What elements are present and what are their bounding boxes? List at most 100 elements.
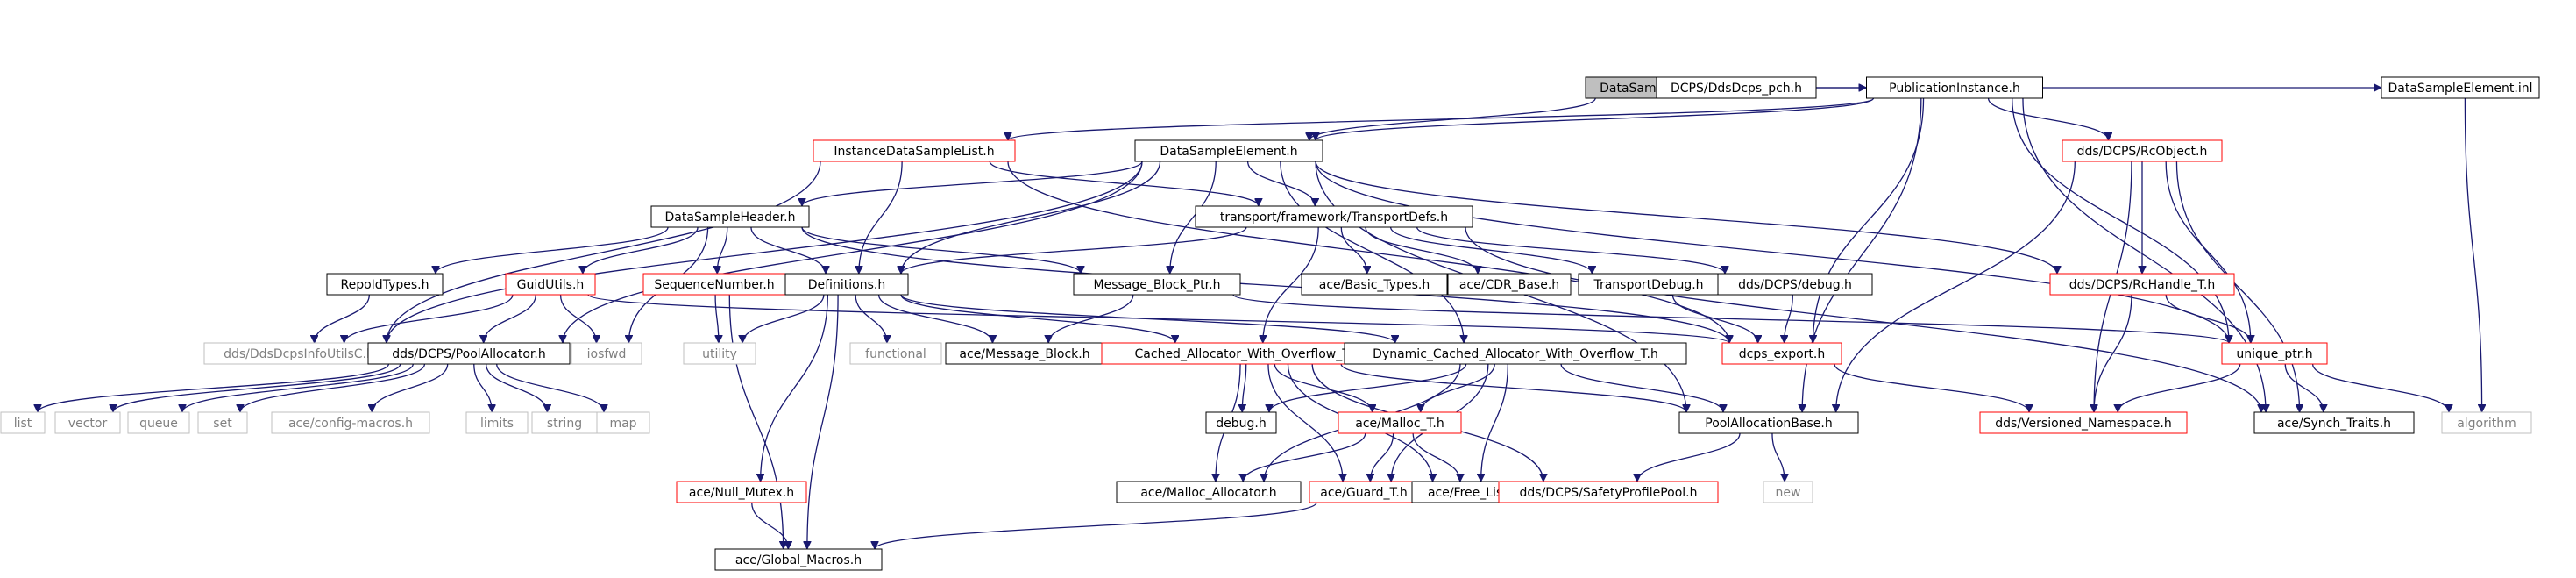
node-guidutils[interactable]: GuidUtils.h bbox=[505, 273, 596, 296]
node-dsh[interactable]: DataSampleHeader.h bbox=[650, 205, 810, 228]
include-arrow bbox=[240, 363, 426, 413]
include-arrow bbox=[344, 294, 514, 344]
node-dse_inl[interactable]: DataSampleElement.inl bbox=[2381, 76, 2540, 99]
node-label: DataSampleHeader.h bbox=[665, 211, 796, 225]
node-string: string bbox=[531, 411, 598, 434]
node-label: iosfwd bbox=[587, 347, 627, 361]
include-edge-dsh-to-mbp bbox=[801, 226, 1081, 275]
node-list: list bbox=[0, 411, 46, 434]
include-arrow bbox=[2118, 363, 2241, 413]
node-label: string bbox=[547, 417, 582, 431]
node-repoid[interactable]: RepoIdTypes.h bbox=[326, 273, 444, 296]
include-arrow bbox=[1671, 294, 1757, 344]
node-uptr[interactable]: unique_ptr.h bbox=[2221, 342, 2328, 365]
node-box bbox=[1073, 273, 1241, 296]
include-arrow bbox=[1246, 161, 1316, 207]
include-arrow bbox=[315, 294, 371, 344]
node-poolalloc[interactable]: dds/DCPS/PoolAllocator.h bbox=[367, 342, 571, 365]
include-edge-cawo-to-poolbase bbox=[1340, 363, 1686, 413]
node-idsl[interactable]: InstanceDataSampleList.h bbox=[813, 139, 1016, 162]
node-rcobj[interactable]: dds/DCPS/RcObject.h bbox=[2062, 139, 2223, 162]
node-queue: queue bbox=[127, 411, 190, 434]
node-globalmacros[interactable]: ace/Global_Macros.h bbox=[714, 548, 883, 571]
node-nullmutex[interactable]: ace/Null_Mutex.h bbox=[676, 481, 807, 503]
include-edge-dse_h-to-tdefs bbox=[1246, 161, 1316, 207]
node-safetypool[interactable]: dds/DCPS/SafetyProfilePool.h bbox=[1498, 481, 1719, 503]
include-edge-seqnum-to-globalmacros bbox=[728, 294, 783, 549]
node-label: RepoIdTypes.h bbox=[341, 278, 429, 292]
node-guardt[interactable]: ace/Guard_T.h bbox=[1309, 481, 1419, 503]
node-tdefs[interactable]: transport/framework/TransportDefs.h bbox=[1195, 205, 1473, 228]
include-edge-mbp-to-uptr bbox=[1232, 294, 2229, 344]
include-edge-defs-to-msgblock bbox=[877, 294, 993, 344]
node-box bbox=[1763, 481, 1813, 503]
node-cdr[interactable]: ace/CDR_Base.h bbox=[1447, 273, 1572, 296]
node-label: dds/DCPS/RcObject.h bbox=[2077, 145, 2208, 159]
node-mbp[interactable]: Message_Block_Ptr.h bbox=[1073, 273, 1241, 296]
include-edge-defs-to-cawo bbox=[900, 294, 1175, 344]
include-edge-tdefs-to-ddebug bbox=[1416, 226, 1725, 275]
node-versioned[interactable]: dds/Versioned_Namespace.h bbox=[1979, 411, 2188, 434]
include-edge-dsh-to-guidutils bbox=[583, 226, 699, 275]
node-box bbox=[1678, 411, 1859, 434]
node-mallocalloc[interactable]: ace/Malloc_Allocator.h bbox=[1116, 481, 1302, 503]
include-edge-cawo-to-debugh bbox=[1242, 363, 1247, 412]
node-pch[interactable]: DCPS/DdsDcps_pch.h bbox=[1656, 76, 1817, 99]
node-label: PoolAllocationBase.h bbox=[1705, 417, 1832, 431]
include-arrow bbox=[1987, 97, 2109, 141]
node-dcpsexport[interactable]: dcps_export.h bbox=[1721, 342, 1842, 365]
include-edge-tdefs-to-tdebug bbox=[1389, 226, 1593, 275]
node-tdebug[interactable]: TransportDebug.h bbox=[1578, 273, 1720, 296]
node-box bbox=[465, 411, 529, 434]
node-label: dds/DCPS/debug.h bbox=[1738, 278, 1852, 292]
node-label: transport/framework/TransportDefs.h bbox=[1220, 211, 1448, 225]
include-edge-cawo-to-malloct bbox=[1274, 363, 1372, 413]
include-edge-malloct-to-mallocalloc bbox=[1243, 432, 1366, 482]
include-edge-idsl-to-dcpsexport bbox=[1007, 161, 1729, 343]
include-edge-defs-to-globalmacros bbox=[807, 294, 839, 549]
node-ddebug[interactable]: dds/DCPS/debug.h bbox=[1717, 273, 1873, 296]
node-label: dds/Versioned_Namespace.h bbox=[1995, 417, 2171, 431]
node-poolbase[interactable]: PoolAllocationBase.h bbox=[1678, 411, 1859, 434]
include-arrow bbox=[485, 363, 548, 413]
node-defs[interactable]: Definitions.h bbox=[784, 273, 909, 296]
node-label: ace/CDR_Base.h bbox=[1459, 278, 1559, 292]
include-arrow bbox=[1315, 161, 2057, 275]
node-msgblock[interactable]: ace/Message_Block.h bbox=[945, 342, 1104, 365]
node-malloct[interactable]: ace/Malloc_T.h bbox=[1338, 411, 1462, 434]
include-arrow bbox=[717, 226, 728, 274]
node-seqnum[interactable]: SequenceNumber.h bbox=[642, 273, 786, 296]
include-arrow bbox=[436, 226, 669, 275]
node-dse_h[interactable]: DataSampleElement.h bbox=[1134, 139, 1323, 162]
node-pubinst[interactable]: PublicationInstance.h bbox=[1866, 76, 2043, 99]
include-edge-pubinst-to-idsl bbox=[1008, 97, 1875, 141]
node-label: PublicationInstance.h bbox=[1889, 82, 2020, 96]
node-basic[interactable]: ace/Basic_Types.h bbox=[1301, 273, 1448, 296]
include-edge-pubinst-to-rcobj bbox=[1987, 97, 2109, 141]
node-debugh[interactable]: debug.h bbox=[1205, 411, 1277, 434]
include-arrow bbox=[1170, 161, 1217, 274]
include-arrow bbox=[2284, 363, 2324, 413]
include-edge-dse_h-to-defs bbox=[901, 161, 1161, 274]
node-box bbox=[1116, 481, 1302, 503]
node-box bbox=[714, 548, 883, 571]
include-arrow bbox=[901, 161, 1161, 274]
node-dcawo[interactable]: Dynamic_Cached_Allocator_With_Overflow_T… bbox=[1344, 342, 1687, 365]
node-synch[interactable]: ace/Synch_Traits.h bbox=[2253, 411, 2415, 434]
include-edge-dse_h-to-dcawo bbox=[1280, 161, 1464, 343]
include-arrow bbox=[1274, 363, 1372, 413]
node-label: limits bbox=[480, 417, 514, 431]
node-map: map bbox=[596, 411, 650, 434]
node-rchandle[interactable]: dds/DCPS/RcHandle_T.h bbox=[2049, 273, 2235, 296]
include-edge-dse_h-to-dsh bbox=[802, 161, 1143, 207]
include-edge-rchandle-to-versioned bbox=[2094, 294, 2132, 412]
include-edge-dcawo-to-poolbase bbox=[1560, 363, 1723, 413]
include-arrow bbox=[750, 226, 826, 275]
node-label: dds/DdsDcpsInfoUtilsC.h bbox=[224, 347, 374, 361]
node-box bbox=[2253, 411, 2415, 434]
include-edge-dse_inl-to-algorithm bbox=[2464, 97, 2481, 412]
include-arrow bbox=[877, 294, 993, 344]
include-edge-defs-to-dcawo bbox=[900, 294, 1395, 344]
include-edge-cawo-to-guardt bbox=[1267, 363, 1343, 482]
node-box bbox=[1498, 481, 1719, 503]
